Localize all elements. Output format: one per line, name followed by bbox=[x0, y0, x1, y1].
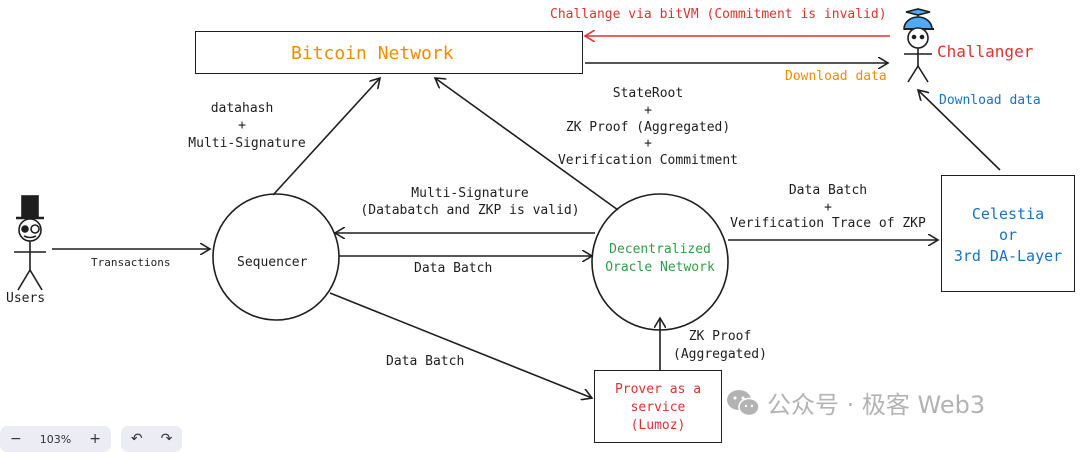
to-da-label-1: Data Batch bbox=[788, 183, 868, 198]
zoom-level[interactable]: 103% bbox=[39, 432, 72, 446]
undo-icon[interactable]: ↶ bbox=[130, 431, 143, 447]
sequencer-label: Sequencer bbox=[237, 255, 308, 270]
prover-box[interactable] bbox=[594, 370, 722, 443]
editor-toolbar: − 103% + ↶ ↷ bbox=[0, 426, 183, 452]
challanger-label: Challanger bbox=[937, 42, 1034, 61]
zoom-out-button[interactable]: − bbox=[10, 431, 22, 447]
celestia-label-3: 3rd DA-Layer bbox=[953, 247, 1063, 265]
oracle-btc-label-4: + bbox=[644, 136, 652, 151]
data-batch-oracle-label: Data Batch bbox=[414, 261, 493, 276]
zoom-in-button[interactable]: + bbox=[89, 431, 101, 447]
challanger-figure-icon bbox=[903, 8, 934, 83]
celestia-box[interactable] bbox=[941, 175, 1075, 292]
celestia-label-1: Celestia bbox=[971, 205, 1045, 223]
multisig-label-2: (Databatch and ZKP is valid) bbox=[360, 203, 580, 218]
seq-to-btc-arrow bbox=[272, 78, 380, 196]
challenge-label: Challange via bitVM (Commitment is inval… bbox=[550, 7, 887, 22]
users-label: Users bbox=[6, 291, 46, 306]
seq-btc-label-3: Multi-Signature bbox=[188, 136, 306, 151]
data-batch-prover-label: Data Batch bbox=[386, 354, 465, 369]
to-da-label-3: Verification Trace of ZKP bbox=[730, 216, 926, 231]
users-figure-icon bbox=[14, 195, 46, 291]
oracle-to-btc-arrow bbox=[435, 78, 619, 211]
redo-icon[interactable]: ↷ bbox=[160, 431, 173, 447]
watermark: 公众号 · 极客 Web3 bbox=[725, 385, 985, 420]
seq-btc-label-2: + bbox=[238, 118, 246, 133]
to-da-label-2: + bbox=[824, 200, 832, 215]
multisig-label-1: Multi-Signature bbox=[411, 186, 529, 201]
wechat-icon bbox=[727, 389, 760, 416]
oracle-btc-label-1: StateRoot bbox=[612, 86, 684, 101]
oracle-label-1: Decentralized bbox=[609, 242, 711, 257]
sequencer-node[interactable] bbox=[212, 193, 340, 321]
seq-btc-label-1: datahash bbox=[210, 101, 274, 116]
watermark-text: 公众号 · 极客 Web3 bbox=[767, 391, 986, 419]
celestia-label-2: or bbox=[998, 226, 1018, 244]
oracle-btc-label-3: ZK Proof (Aggregated) bbox=[565, 120, 731, 135]
history-controls: ↶ ↷ bbox=[120, 426, 183, 452]
bitcoin-network-box[interactable] bbox=[195, 31, 583, 74]
zoom-controls: − 103% + bbox=[0, 426, 111, 452]
oracle-btc-label-5: Verification Commitment bbox=[557, 153, 738, 168]
prover-label-3: (Lumoz) bbox=[630, 418, 686, 433]
zk-proof-label-2: (Aggregated) bbox=[673, 347, 767, 362]
oracle-btc-label-2: + bbox=[644, 103, 652, 118]
bitcoin-network-label: Bitcoin Network bbox=[291, 43, 454, 64]
zk-proof-label-1: ZK Proof bbox=[688, 329, 752, 344]
prover-label-2: service bbox=[630, 400, 686, 415]
download-data-btc-label: Download data bbox=[785, 69, 887, 84]
da-download-arrow bbox=[918, 90, 1001, 171]
download-data-da-label: Download data bbox=[939, 93, 1041, 108]
transactions-label: Transactions bbox=[91, 256, 171, 269]
seq-to-prover-arrow bbox=[329, 292, 592, 398]
prover-label-1: Prover as a bbox=[614, 382, 702, 397]
oracle-label-2: Oracle Network bbox=[605, 260, 715, 275]
